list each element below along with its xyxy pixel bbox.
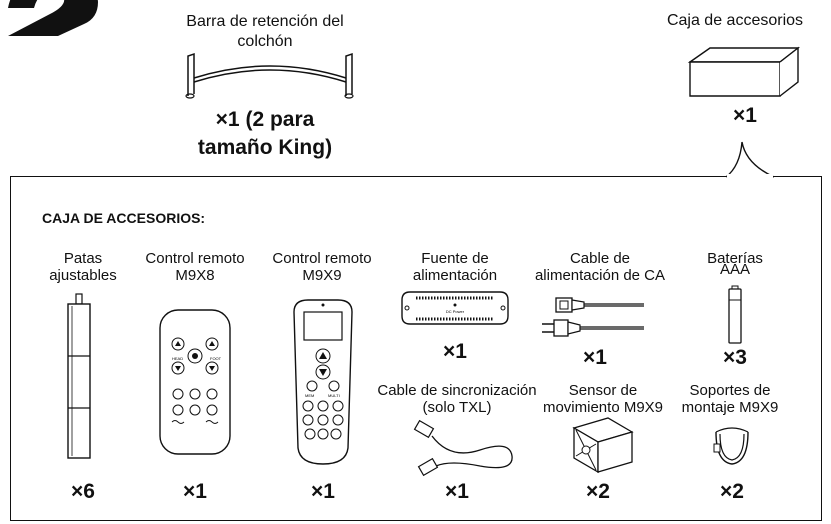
remote-m9x9-illustration: MEM MULTI bbox=[293, 299, 353, 465]
batteries-label-line1: Baterías bbox=[707, 250, 763, 267]
accessory-box-label: Caja de accesorios bbox=[666, 12, 804, 29]
sync-cable-illustration bbox=[413, 419, 513, 477]
mount-brackets-label: Soportes de montaje M9X9 bbox=[675, 382, 785, 416]
sync-cable-label-line1: Cable de sincronización bbox=[377, 382, 537, 399]
motion-sensor-illustration bbox=[572, 417, 634, 474]
callout-pointer-mask bbox=[727, 174, 773, 180]
mount-bracket-illustration bbox=[713, 427, 749, 465]
legs-qty: ×6 bbox=[71, 480, 95, 503]
svg-text:MULTI: MULTI bbox=[328, 393, 340, 398]
power-supply-label-line2: alimentación bbox=[412, 267, 498, 284]
sync-cable-label-line2: (solo TXL) bbox=[422, 399, 492, 416]
motion-sensor-label-line2: movimiento M9X9 bbox=[542, 399, 664, 416]
leg-illustration bbox=[67, 293, 91, 459]
legs-label-line2: ajustables bbox=[49, 267, 117, 284]
legs-label: Patas ajustables bbox=[38, 250, 128, 284]
power-supply-label: Fuente de alimentación bbox=[400, 250, 510, 284]
svg-text:FOOT: FOOT bbox=[210, 356, 222, 361]
power-supply-label-line1: Fuente de bbox=[421, 250, 489, 267]
legs-label-line1: Patas bbox=[63, 250, 103, 267]
retention-bar-illustration bbox=[185, 52, 354, 99]
ac-cable-label: Cable de alimentación de CA bbox=[525, 250, 675, 284]
svg-text:MEM: MEM bbox=[305, 393, 314, 398]
retention-bar-qty-line1: ×1 (2 para bbox=[215, 108, 315, 131]
retention-bar-qty: ×1 (2 para tamaño King) bbox=[150, 106, 380, 162]
remote-m9x8-illustration: HEAD FOOT bbox=[159, 309, 231, 455]
mount-brackets-label-line1: Soportes de bbox=[689, 382, 771, 399]
svg-text:HEAD: HEAD bbox=[172, 356, 183, 361]
retention-bar-label-line2: colchón bbox=[237, 33, 293, 50]
power-supply-illustration: DC Power bbox=[401, 291, 509, 325]
step-number-glyph bbox=[8, 0, 98, 36]
mount-brackets-qty: ×2 bbox=[720, 480, 744, 503]
accessory-box-qty: ×1 bbox=[733, 104, 757, 127]
batteries-label-line2: AAA bbox=[719, 261, 750, 278]
retention-bar-qty-line2: tamaño King) bbox=[197, 136, 333, 159]
ac-cable-label-line1: Cable de bbox=[569, 250, 631, 267]
remote-m9x9-qty: ×1 bbox=[311, 480, 335, 503]
accessory-box-illustration bbox=[687, 46, 801, 97]
sync-cable-label: Cable de sincronización (solo TXL) bbox=[372, 382, 542, 416]
retention-bar-label-line1: Barra de retención del bbox=[186, 13, 344, 30]
accessories-panel bbox=[10, 176, 822, 521]
remote-m9x8-label-line2: M9X8 bbox=[175, 267, 215, 284]
batteries-label: Baterías AAA bbox=[685, 250, 785, 278]
batteries-qty: ×3 bbox=[723, 346, 747, 369]
motion-sensor-label: Sensor de movimiento M9X9 bbox=[533, 382, 673, 416]
motion-sensor-label-line1: Sensor de bbox=[568, 382, 638, 399]
ac-cable-illustration bbox=[542, 297, 644, 337]
mount-brackets-label-line2: montaje M9X9 bbox=[681, 399, 779, 416]
remote-m9x8-qty: ×1 bbox=[183, 480, 207, 503]
remote-m9x9-label-line1: Control remoto bbox=[272, 250, 372, 267]
svg-text:DC Power: DC Power bbox=[446, 309, 465, 314]
ac-cable-qty: ×1 bbox=[583, 346, 607, 369]
sync-cable-qty: ×1 bbox=[445, 480, 469, 503]
accessories-heading: CAJA DE ACCESORIOS: bbox=[42, 210, 206, 226]
power-supply-qty: ×1 bbox=[443, 340, 467, 363]
remote-m9x8-label: Control remoto M9X8 bbox=[135, 250, 255, 284]
retention-bar-label: Barra de retención del colchón bbox=[150, 12, 380, 52]
remote-m9x8-label-line1: Control remoto bbox=[145, 250, 245, 267]
motion-sensor-qty: ×2 bbox=[586, 480, 610, 503]
ac-cable-label-line2: alimentación de CA bbox=[534, 267, 666, 284]
remote-m9x9-label-line2: M9X9 bbox=[302, 267, 342, 284]
remote-m9x9-label: Control remoto M9X9 bbox=[262, 250, 382, 284]
step-number: 2 bbox=[0, 0, 110, 36]
battery-illustration bbox=[728, 285, 742, 344]
callout-pointer bbox=[725, 141, 775, 178]
